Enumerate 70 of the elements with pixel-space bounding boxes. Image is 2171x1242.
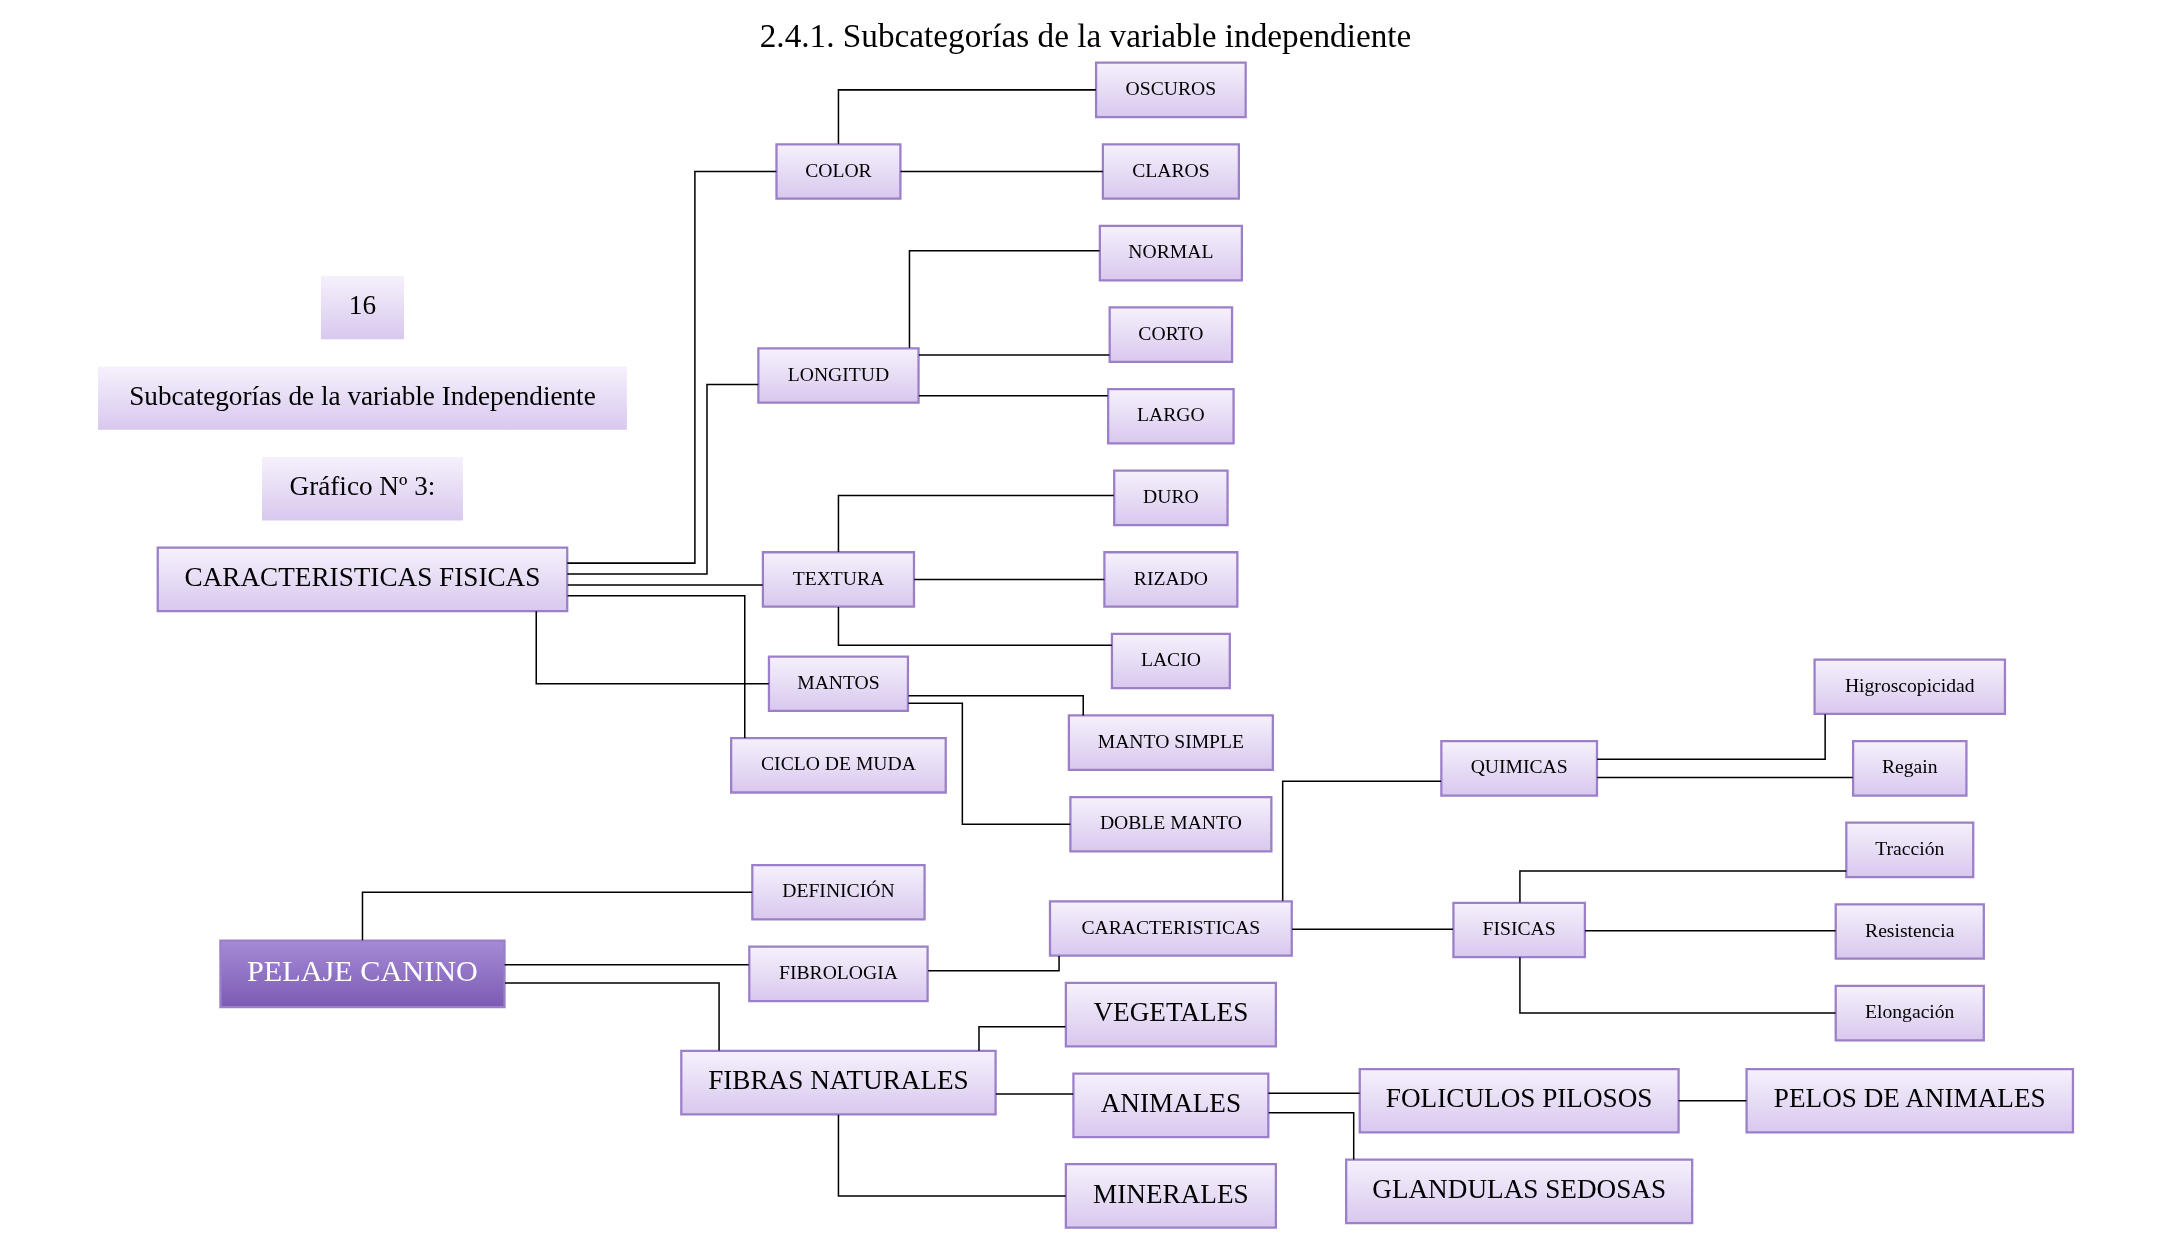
connector xyxy=(566,170,778,564)
node-box: FIBRAS NATURALES xyxy=(680,1049,997,1116)
node-box: COLOR xyxy=(775,143,902,200)
node-box: NORMAL xyxy=(1098,224,1244,282)
diagram-title: 2.4.1. Subcategorías de la variable independiente xyxy=(759,16,1412,54)
node-box: Regain xyxy=(1851,740,1968,797)
connector xyxy=(927,955,1060,972)
connector xyxy=(1596,776,1854,779)
node-box: LONGITUD xyxy=(757,347,920,404)
connector xyxy=(837,494,1115,553)
connector xyxy=(1267,1112,1355,1161)
label: Subcategorías de la variable Independiente xyxy=(129,380,596,411)
node-box: PELOS DE ANIMALES xyxy=(1745,1067,2075,1134)
node-box: MANTOS xyxy=(767,655,910,713)
connector xyxy=(535,610,770,685)
node-box: OSCUROS xyxy=(1094,61,1247,119)
connector xyxy=(1584,930,1837,932)
connector xyxy=(837,606,1113,646)
connector xyxy=(1519,870,1847,904)
node-box: RIZADO xyxy=(1103,551,1239,608)
node-box: FIBROLOGIA xyxy=(748,945,929,1003)
node-box: DOBLE MANTO xyxy=(1069,795,1273,853)
node-box: CLAROS xyxy=(1101,143,1240,200)
node-box: FOLICULOS PILOSOS xyxy=(1358,1067,1680,1134)
connector xyxy=(1281,780,1442,902)
connector xyxy=(1519,956,1837,1014)
node-box: MANTO SIMPLE xyxy=(1067,714,1274,771)
node-box: Resistencia xyxy=(1834,903,1985,960)
node-box: CARACTERISTICAS FISICAS xyxy=(156,546,569,613)
node-box: FISICAS xyxy=(1452,901,1587,959)
node-box: Elongación xyxy=(1834,984,1985,1042)
node-box: Higroscopicidad xyxy=(1813,658,2007,716)
node-box: MINERALES xyxy=(1064,1163,1278,1229)
connector xyxy=(837,89,1097,145)
node-box: CICLO DE MUDA xyxy=(730,736,947,794)
connector xyxy=(1267,1092,1361,1094)
connector xyxy=(995,1093,1074,1095)
connector xyxy=(504,982,720,1052)
node-box: LARGO xyxy=(1107,387,1235,445)
node-box: GLANDULAS SEDOSAS xyxy=(1345,1158,1694,1225)
node-box: DURO xyxy=(1113,469,1229,527)
node-box: Tracción xyxy=(1845,821,1975,879)
connector xyxy=(918,354,1111,356)
connector xyxy=(913,578,1106,581)
connector xyxy=(361,891,753,941)
connector xyxy=(908,250,1101,349)
node-box: QUIMICAS xyxy=(1440,740,1599,797)
connector xyxy=(1677,1100,1748,1102)
node-box: TEXTURA xyxy=(761,551,916,608)
connector xyxy=(567,584,764,586)
connector xyxy=(899,170,1104,173)
node-box: LACIO xyxy=(1110,632,1231,690)
connector xyxy=(503,964,750,966)
connector xyxy=(907,702,1072,825)
connector xyxy=(978,1025,1067,1052)
connector xyxy=(566,383,759,575)
connector xyxy=(1596,713,1826,760)
connector xyxy=(566,595,746,739)
connector xyxy=(837,1114,1067,1197)
connector xyxy=(918,395,1109,397)
node-box: DEFINICIÓN xyxy=(751,863,926,921)
connector xyxy=(1291,928,1454,930)
node-box: VEGETALES xyxy=(1064,981,1278,1048)
connector xyxy=(907,695,1084,717)
node-box: PELAJE CANINO xyxy=(219,939,506,1009)
node-box: CARACTERISTICAS xyxy=(1048,900,1293,957)
node-box: ANIMALES xyxy=(1072,1072,1270,1139)
label: Gráfico Nº 3: xyxy=(289,471,436,502)
label: 16 xyxy=(348,290,377,321)
node-box: CORTO xyxy=(1108,306,1234,363)
